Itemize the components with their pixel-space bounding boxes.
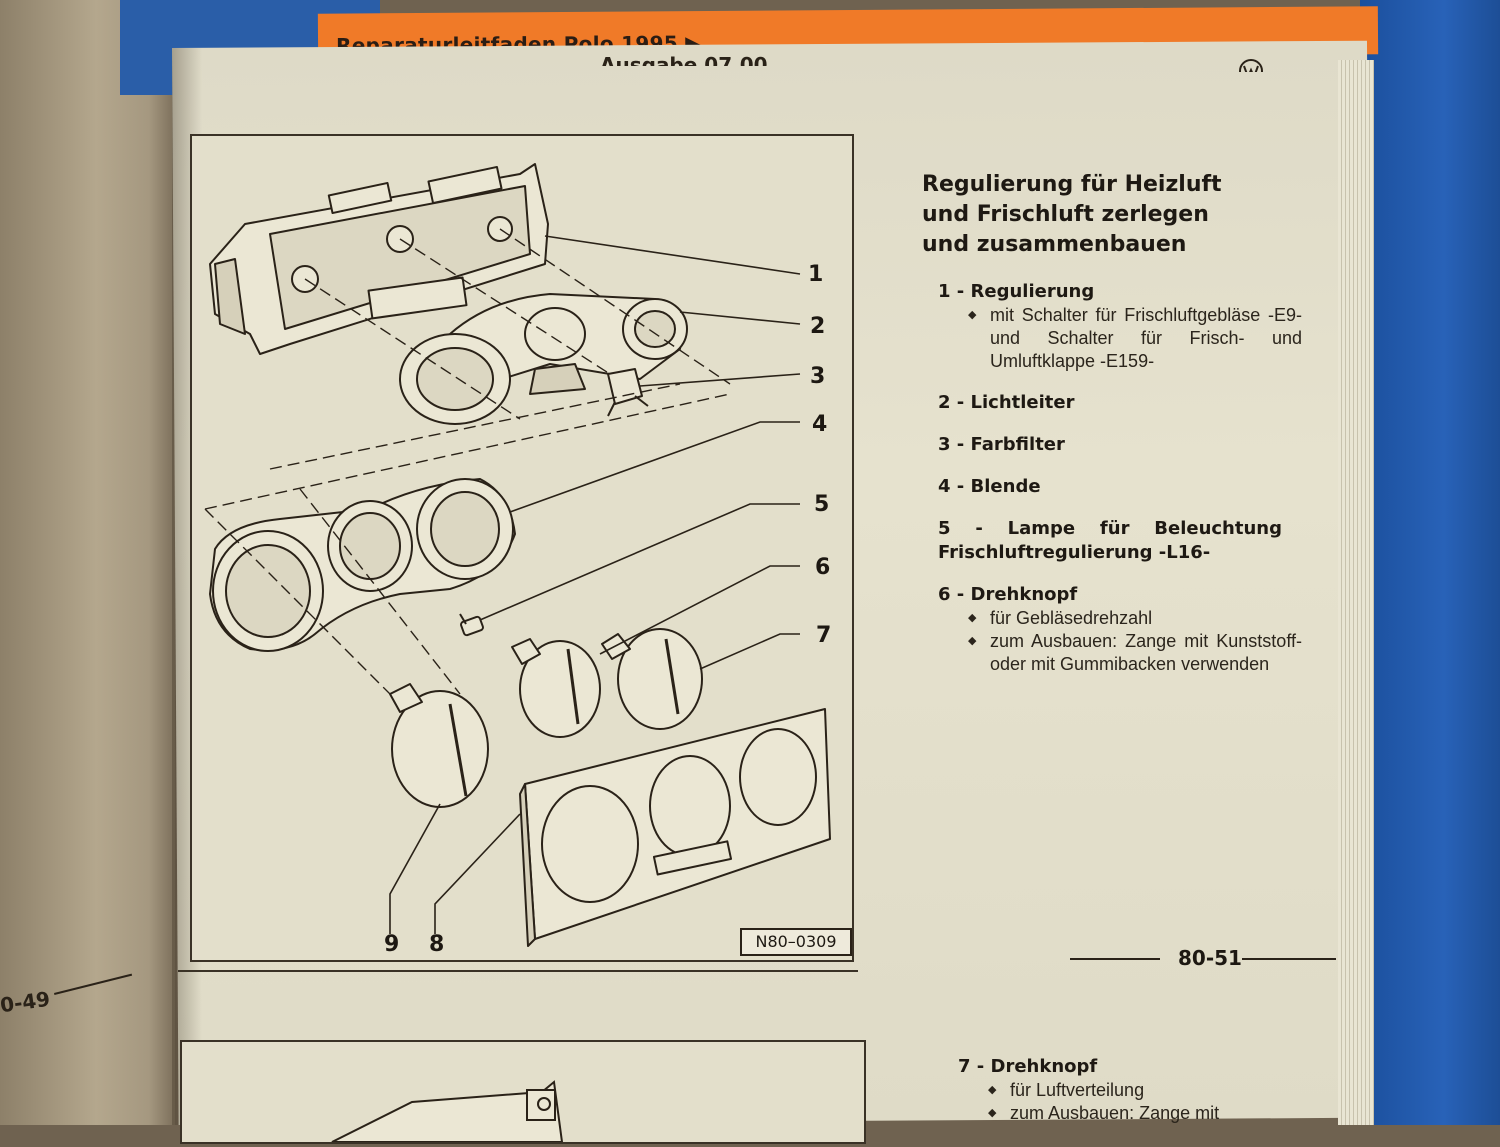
light-guide-part: [399, 293, 688, 425]
callout-4: 4: [812, 412, 828, 437]
callout-5: 5: [814, 492, 830, 517]
part-list-item: 2 - Lichtleiter: [938, 391, 1302, 415]
callout-8: 8: [429, 932, 445, 957]
part-note: für Luftverteilung: [958, 1079, 1318, 1102]
callout-7: 7: [816, 623, 832, 648]
part-heading: 5 - Lampe für Beleuchtung Frischluftregu…: [938, 518, 1282, 563]
section-title-line: Regulierung für Heizluft: [922, 172, 1222, 197]
vw-logo-icon: [1238, 58, 1264, 72]
callout-2: 2: [810, 314, 826, 339]
callout-1: 1: [808, 262, 824, 287]
part-note: zum Ausbauen: Zange mit: [958, 1102, 1318, 1125]
left-page-background: [0, 0, 175, 1125]
rotary-knob-part-2: [601, 628, 703, 730]
part-note: für Gebläsedrehzahl: [938, 607, 1302, 630]
callout-9: 9: [384, 932, 400, 957]
page-number: 80-51: [1178, 946, 1242, 970]
part-list-item: 3 - Farbfilter: [938, 433, 1302, 457]
section-text-column: Regulierung für Heizluft und Frischluft …: [922, 170, 1302, 694]
exploded-view-drawing: [204, 163, 831, 947]
part-heading: 2 - Lichtleiter: [938, 392, 1075, 413]
figure-code-label: N80–0309: [740, 928, 852, 956]
rotary-knob-part: [511, 638, 601, 738]
section-title-line: und Frischluft zerlegen: [922, 202, 1209, 227]
rotary-knob-part-3: [389, 683, 489, 808]
part-heading: 6 - Drehknopf: [938, 584, 1078, 605]
callout-6: 6: [815, 555, 831, 580]
callout-3: 3: [810, 364, 826, 389]
part-heading: 7 - Drehknopf: [958, 1056, 1098, 1077]
section-title-line: und zusammenbauen: [922, 232, 1187, 257]
color-filter-part: [607, 368, 649, 417]
figure-outer-rule: [178, 120, 858, 972]
section-title: Regulierung für Heizluft und Frischluft …: [922, 170, 1302, 260]
next-diagram-frame: [180, 1040, 866, 1144]
page-number-row: 80-51: [1070, 946, 1338, 972]
part-list-item: 5 - Lampe für Beleuchtung Frischluftregu…: [938, 517, 1302, 565]
page-stack-edge: [1338, 60, 1374, 1125]
continued-text: 7 - Drehknopf für Luftverteilung zum Aus…: [958, 1055, 1318, 1143]
part-note: zum Ausbauen: Zange mit Kunststoff- oder…: [938, 630, 1302, 676]
part-heading: 4 - Blende: [938, 476, 1041, 497]
blue-binder-right: [1360, 0, 1500, 1125]
control-housing-part: [209, 163, 549, 355]
next-diagram-drawing: [331, 1080, 564, 1143]
part-note: mit Schalter für Frischluftge­bläse -E9-…: [938, 304, 1302, 373]
lamp-part: [459, 613, 484, 637]
page-number-rule-right: [1242, 958, 1336, 960]
page-number-rule-left: [1070, 958, 1160, 960]
part-list-item: 7 - Drehknopf für Luftverteilung zum Aus…: [958, 1055, 1318, 1125]
part-list-item: 4 - Blende: [938, 475, 1302, 499]
part-list-item: 1 - Regulierung mit Schalter für Frischl…: [938, 280, 1302, 373]
part-list-item: 6 - Drehknopf für Gebläsedrehzahl zum Au…: [938, 583, 1302, 676]
part-heading: 3 - Farbfilter: [938, 434, 1065, 455]
cover-plate-part: [209, 478, 516, 652]
part-heading: 1 - Regulierung: [938, 281, 1095, 302]
edition-line: Ausgabe 07.00: [600, 53, 768, 66]
front-panel-part: [519, 708, 831, 947]
